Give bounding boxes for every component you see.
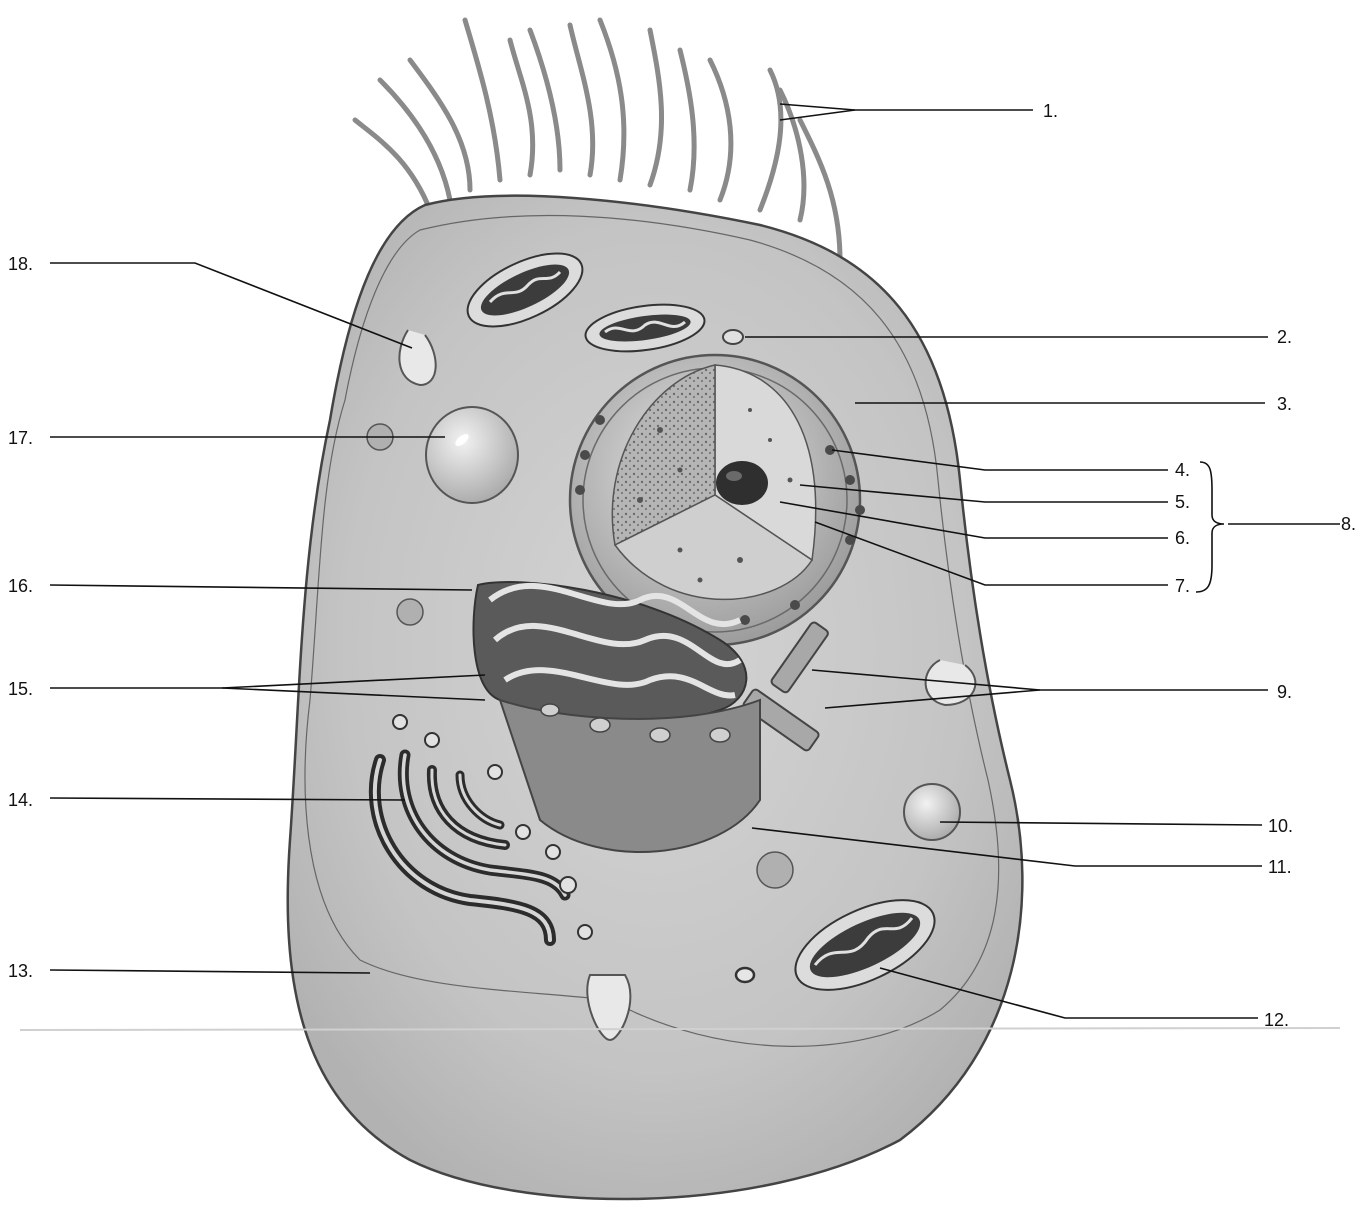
label-1: 1.: [1043, 101, 1058, 121]
label-18: 18.: [8, 254, 33, 274]
label-7: 7.: [1175, 576, 1190, 596]
label-16: 16.: [8, 576, 33, 596]
label-9: 9.: [1277, 682, 1292, 702]
vacuole: [426, 407, 518, 503]
vesicle: [736, 968, 754, 982]
label-3: 3.: [1277, 394, 1292, 414]
label-15: 15.: [8, 679, 33, 699]
label-11: 11.: [1268, 857, 1292, 877]
vesicle: [397, 599, 423, 625]
lysosome: [904, 784, 960, 840]
label-4: 4.: [1175, 460, 1190, 480]
label-13: 13.: [8, 961, 33, 981]
label-2: 2.: [1277, 327, 1292, 347]
scan-line: [20, 1028, 1340, 1030]
label-12: 12.: [1264, 1010, 1289, 1030]
vesicle-small: [723, 330, 743, 344]
label-17: 17.: [8, 428, 33, 448]
label-5: 5.: [1175, 492, 1190, 512]
label-8: 8.: [1341, 514, 1356, 534]
nucleolus: [716, 461, 768, 505]
label-10: 10.: [1268, 816, 1293, 836]
label-14: 14.: [8, 790, 33, 810]
label-6: 6.: [1175, 528, 1190, 548]
vesicle: [757, 852, 793, 888]
